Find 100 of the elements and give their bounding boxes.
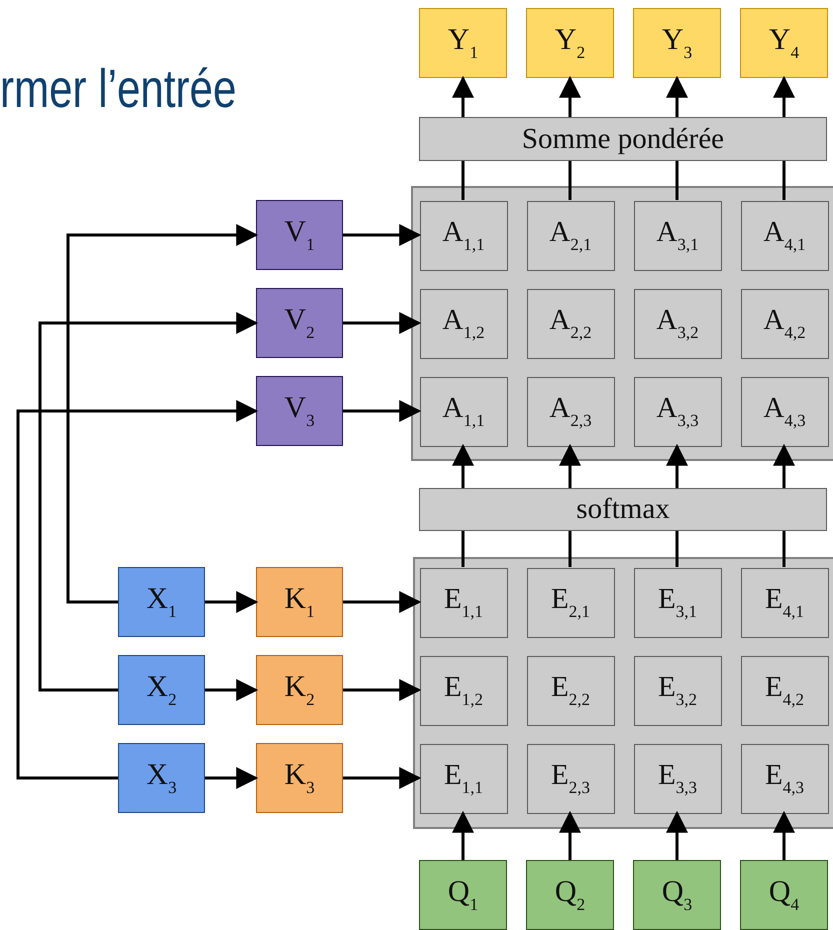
node-label: Q$_{3}$ — [662, 877, 692, 913]
arrow — [773, 810, 795, 860]
grid-cell — [526, 376, 614, 446]
node-label: E$_{4,2}$ — [765, 673, 804, 708]
x-box — [118, 567, 205, 637]
connector-line — [462, 531, 464, 567]
node-label: A$_{3,2}$ — [656, 306, 699, 341]
node-label: A$_{2,1}$ — [549, 218, 592, 253]
k-box — [256, 567, 343, 637]
grid-cell — [420, 376, 508, 446]
node-label: E$_{1,1}$ — [444, 585, 483, 620]
node-label: A$_{4,2}$ — [763, 306, 806, 341]
grid-cell — [634, 288, 722, 358]
grid-cell — [634, 656, 722, 726]
arrow — [343, 767, 422, 789]
bar-box — [419, 117, 827, 161]
grid-cell — [526, 288, 614, 358]
arrow — [343, 591, 422, 613]
grid-cell — [740, 200, 828, 270]
connector-line — [676, 531, 678, 567]
x-box — [118, 655, 205, 725]
q-box — [740, 860, 828, 930]
arrow — [559, 444, 581, 488]
node-label: V$_{3}$ — [284, 393, 315, 429]
q-box — [526, 860, 614, 930]
grid-cell — [526, 656, 614, 726]
node-label: Q$_{2}$ — [554, 877, 586, 913]
grid-cell — [634, 200, 722, 270]
y-box — [633, 8, 721, 78]
node-label: E$_{1,1}$ — [444, 761, 483, 796]
node-label: K$_{2}$ — [284, 672, 315, 708]
y-box — [419, 8, 507, 78]
arrow — [559, 810, 581, 860]
arrow — [66, 224, 258, 604]
arrow — [205, 591, 258, 613]
q-box — [633, 860, 721, 930]
v-box — [256, 288, 343, 358]
grid-cell — [526, 744, 614, 814]
grid-cell — [420, 568, 508, 638]
grid-cell — [634, 744, 722, 814]
k-box — [256, 743, 343, 813]
arrow — [452, 76, 474, 117]
arrow — [452, 444, 474, 488]
node-label: V$_{1}$ — [284, 217, 315, 253]
node-label: E$_{4,3}$ — [765, 761, 804, 796]
node-label: E$_{2,3}$ — [551, 761, 590, 796]
node-label: softmax — [576, 495, 670, 524]
node-label: E$_{2,1}$ — [551, 585, 590, 620]
node-label: Q$_{4}$ — [768, 877, 800, 913]
node-label: A$_{1,1}$ — [442, 394, 485, 429]
v-box — [256, 200, 343, 270]
node-label: A$_{1,1}$ — [442, 218, 485, 253]
node-label: E$_{2,2}$ — [551, 673, 590, 708]
node-label: Y$_{2}$ — [554, 25, 586, 61]
node-label: K$_{1}$ — [284, 584, 315, 620]
node-label: X$_{2}$ — [146, 672, 177, 708]
node-label: E$_{3,1}$ — [658, 585, 697, 620]
node-label: E$_{3,2}$ — [658, 673, 697, 708]
connector-line — [568, 161, 572, 200]
grid-cell — [634, 568, 722, 638]
k-box — [256, 655, 343, 725]
bar-box — [419, 488, 827, 531]
grid-cell — [740, 376, 828, 446]
node-label: Q$_{1}$ — [448, 877, 478, 913]
arrow — [666, 76, 688, 117]
node-label: A$_{3,1}$ — [656, 218, 699, 253]
node-label: E$_{1,2}$ — [444, 673, 483, 708]
arrow — [452, 810, 474, 860]
connector-line — [782, 161, 786, 200]
node-label: A$_{1,2}$ — [442, 306, 485, 341]
connector-line — [568, 531, 572, 567]
arrow — [559, 76, 581, 117]
v-box — [256, 376, 343, 446]
arrow — [666, 810, 688, 860]
node-label: Y$_{4}$ — [768, 25, 800, 61]
node-label: X$_{1}$ — [146, 584, 177, 620]
arrow — [773, 76, 795, 117]
grid-cell — [740, 656, 828, 726]
arrow — [343, 400, 422, 422]
arrow — [666, 444, 688, 488]
arrow — [773, 444, 795, 488]
title: rmer l’entrée — [0, 62, 236, 116]
node-label: E$_{3,3}$ — [658, 761, 697, 796]
node-label: A$_{2,3}$ — [549, 394, 592, 429]
node-label: K$_{3}$ — [284, 760, 315, 796]
node-label: Y$_{1}$ — [448, 25, 478, 61]
connector-line — [462, 161, 464, 200]
grid-panel — [411, 186, 833, 461]
x-box — [118, 743, 205, 813]
connector-line — [782, 531, 786, 567]
q-box — [419, 860, 507, 930]
arrow — [343, 312, 422, 334]
arrow — [343, 679, 422, 701]
grid-cell — [740, 288, 828, 358]
node-label: X$_{3}$ — [146, 760, 177, 796]
grid-cell — [420, 288, 508, 358]
grid-panel — [413, 557, 833, 829]
grid-cell — [740, 568, 828, 638]
grid-cell — [740, 744, 828, 814]
arrow — [38, 312, 258, 692]
